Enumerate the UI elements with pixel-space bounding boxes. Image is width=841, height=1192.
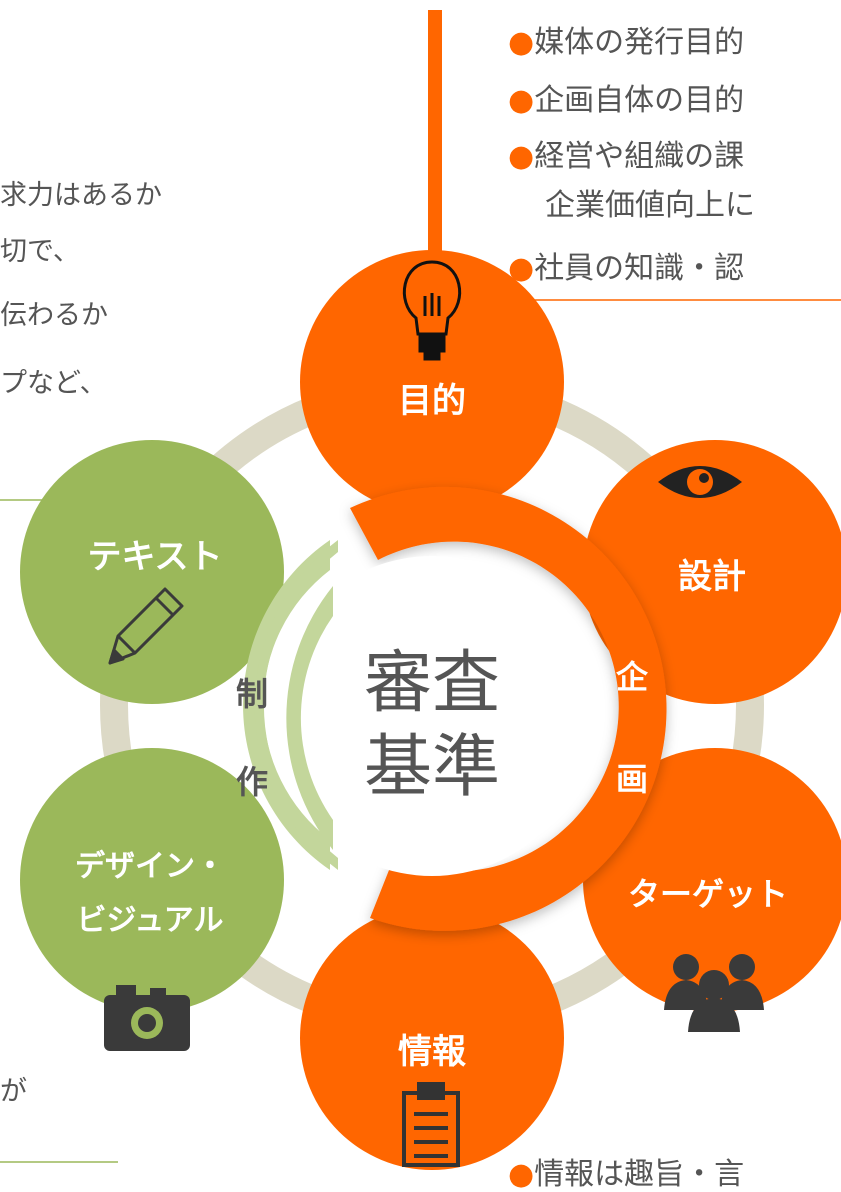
- visual-label-line1: デザイン・: [75, 849, 225, 884]
- clipboard-icon: [402, 1082, 460, 1167]
- left-text-line-1: 求力はあるか: [0, 180, 162, 211]
- seisaku-band: [286, 586, 333, 850]
- text-label: テキスト: [88, 537, 223, 577]
- camera-icon: [104, 985, 190, 1051]
- top-orange-line: [428, 10, 442, 275]
- bullet-purpose-2: ●企画自体の目的: [508, 83, 745, 118]
- pencil-icon: [108, 587, 184, 665]
- eye-icon: [658, 466, 742, 498]
- seisaku-arc: [243, 540, 330, 870]
- purpose-label: 目的: [398, 381, 466, 421]
- circle-visual[interactable]: [20, 748, 284, 1012]
- circle-target[interactable]: [583, 748, 841, 1012]
- center-title-line2: 基準: [364, 728, 500, 807]
- people-icon: [664, 954, 764, 1032]
- kikaku-label-2: 画: [616, 760, 648, 798]
- bullet-purpose-3-cont: 企業価値向上に: [545, 188, 755, 223]
- left-text-line-4: プなど、: [0, 368, 107, 399]
- info-label: 情報: [398, 1032, 466, 1072]
- bullet-dot: ●: [508, 1157, 535, 1192]
- bottom-cut-text: ●情報は趣旨・言: [508, 1157, 745, 1192]
- bullet-purpose-1: ●媒体の発行目的: [508, 25, 745, 60]
- bullet-purpose-4: ●社員の知識・認: [508, 251, 745, 286]
- kikaku-label-1: 企: [616, 658, 649, 696]
- circle-info[interactable]: [300, 906, 564, 1170]
- design-label: 設計: [678, 557, 746, 597]
- bullet-dot: ●: [508, 139, 535, 174]
- left-text-line-2: 切で、: [0, 236, 80, 267]
- bullet-dot: ●: [508, 83, 535, 118]
- seisaku-label-2: 作: [236, 763, 268, 801]
- visual-label-line2: ビジュアル: [77, 903, 224, 938]
- left-text-line-3: 伝わるか: [0, 300, 108, 331]
- bullet-purpose-3: ●経営や組織の課: [508, 139, 745, 174]
- circle-purpose[interactable]: [300, 250, 564, 514]
- seisaku-label-1: 制: [236, 675, 268, 713]
- circle-text[interactable]: [20, 440, 284, 704]
- center-title-line1: 審査: [364, 644, 500, 723]
- center-circle: [272, 556, 592, 876]
- bullet-dot: ●: [508, 251, 535, 286]
- seisaku-arc-fill: [254, 540, 338, 870]
- lightbulb-icon: [402, 260, 462, 361]
- bullet-dot: ●: [508, 25, 535, 60]
- target-label: ターゲット: [628, 875, 788, 913]
- left-text-bottom: が: [0, 1076, 27, 1107]
- kikaku-arc: [350, 486, 667, 931]
